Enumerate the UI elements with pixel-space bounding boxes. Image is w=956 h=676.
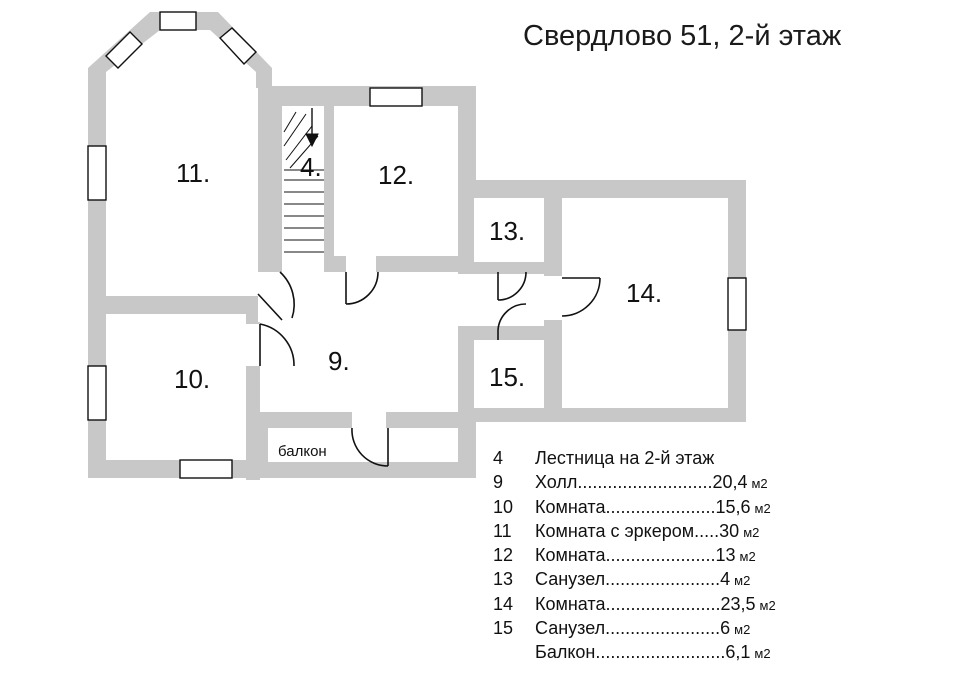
room-label-10: 10. [174, 364, 210, 394]
room-label-15: 15. [489, 362, 525, 392]
wall-15-top [458, 326, 548, 340]
window-10-left [87, 365, 107, 421]
window-10-bottom [179, 459, 233, 479]
staircase [283, 108, 324, 253]
plan-title: Свердлово 51, 2-й этаж [523, 20, 842, 52]
wall-balcony-bottom [254, 462, 476, 478]
wall-balcony-left [254, 412, 268, 478]
room-label-11: 11. [176, 158, 210, 188]
wall-13-bottom [458, 262, 548, 274]
room-label-14: 14. [626, 278, 662, 308]
room-label-12: 12. [378, 160, 414, 190]
room-label-13: 13. [489, 216, 525, 246]
window-bay-top [159, 11, 197, 31]
window-14-right [727, 277, 747, 331]
wall-stairs-12 [324, 100, 334, 270]
room-label-balcony: балкон [278, 443, 327, 460]
wall-13-top [458, 180, 746, 198]
doors [257, 271, 601, 467]
window-11-left [87, 145, 107, 201]
window-12-top [369, 87, 423, 107]
wall-14-bottom [458, 408, 746, 422]
room-label-9: 9. [328, 346, 350, 376]
wall-10-bottom [88, 460, 260, 478]
wall-11-right [258, 86, 282, 272]
windows [87, 11, 747, 479]
window-bay-left [105, 31, 143, 69]
wall-12-right [458, 86, 476, 272]
room-label-4: 4. [300, 152, 322, 182]
window-bay-right [218, 27, 257, 66]
wall-balcony-right [458, 412, 476, 478]
wall-10-11 [88, 296, 258, 314]
wall-top-mid [258, 86, 476, 106]
